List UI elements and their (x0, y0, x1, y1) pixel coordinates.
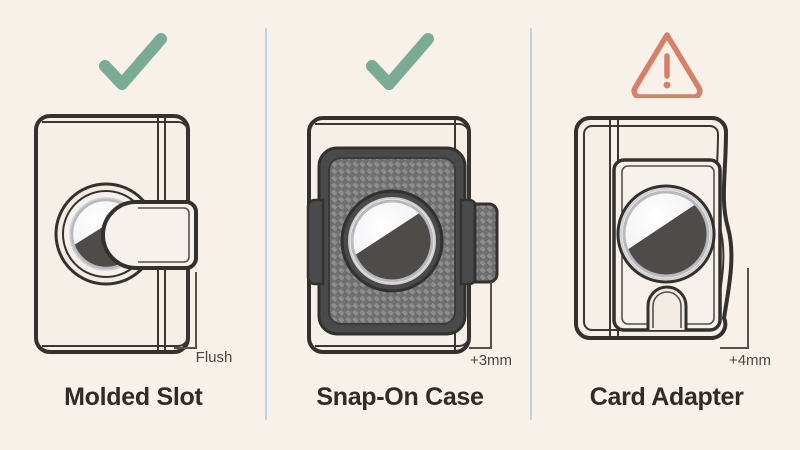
check-icon (366, 33, 434, 90)
dimension-callout (719, 268, 749, 349)
illustration-snap-on-case: +3mm (306, 116, 512, 369)
illustration-molded-slot: Flush (34, 114, 233, 366)
panel-title-snap-on-case: Snap-On Case (316, 383, 484, 411)
panel-card-adapter[interactable]: +4mm Card Adapter (533, 0, 800, 450)
panel-divider-2 (530, 28, 532, 420)
panel-snap-on-case[interactable]: +3mm Snap-On Case (267, 0, 534, 450)
check-icon (99, 33, 168, 90)
dimension-callout (174, 272, 198, 349)
dimension-label: +3mm (470, 352, 512, 369)
airtag (340, 189, 444, 293)
panel-title-molded-slot: Molded Slot (64, 383, 203, 411)
dimension-label: Flush (196, 349, 233, 366)
panel-molded-slot[interactable]: Flush Molded Slot (0, 0, 267, 450)
dimension-callout (469, 282, 492, 349)
warning-triangle-icon (631, 32, 703, 98)
wallet-strap (101, 200, 199, 270)
case-side-tab (473, 202, 499, 284)
dimension-label: +4mm (729, 352, 771, 369)
panel-title-card-adapter: Card Adapter (589, 383, 744, 411)
panel-divider-1 (265, 28, 267, 420)
airtag (616, 184, 716, 284)
illustration-card-adapter: +4mm (573, 116, 771, 369)
